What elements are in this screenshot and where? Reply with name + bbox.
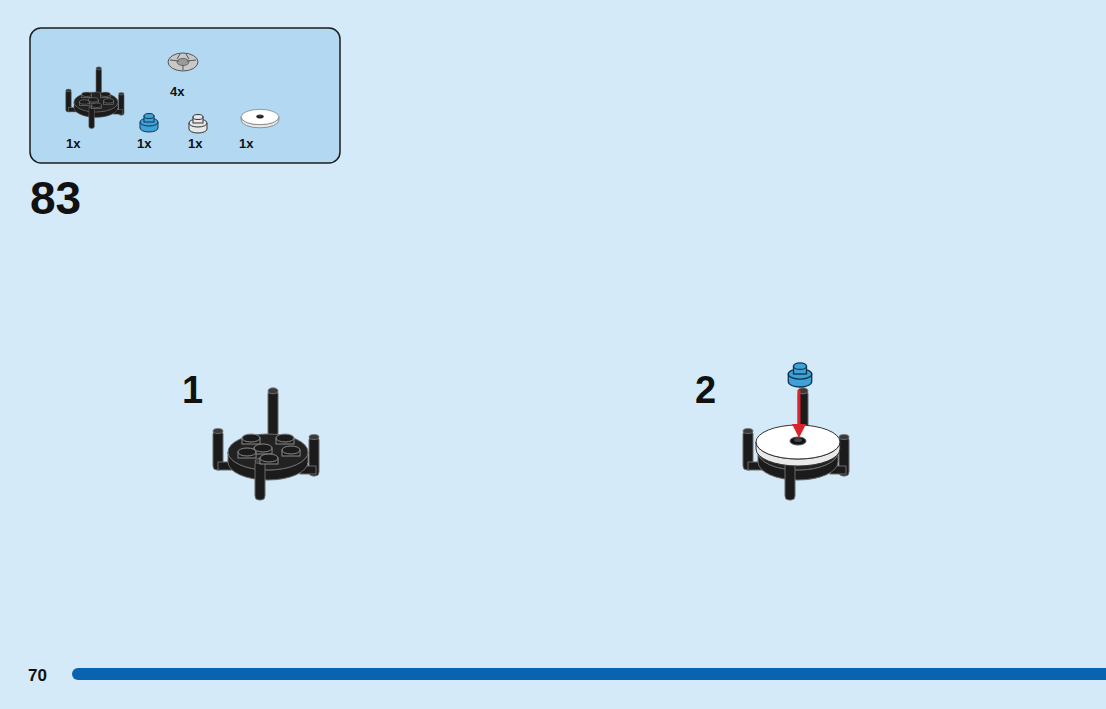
step-number: 83 <box>30 175 81 221</box>
part-quantity: 1x <box>188 137 202 150</box>
part-quantity: 4x <box>170 85 184 98</box>
substep-number: 1 <box>182 371 203 409</box>
substep-number: 2 <box>695 371 716 409</box>
part-quantity: 1x <box>66 137 80 150</box>
part-quantity: 1x <box>239 137 253 150</box>
part-quantity: 1x <box>137 137 151 150</box>
parts-callout-box: 4x 1x 1x 1x 1x <box>30 28 340 163</box>
page-number: 70 <box>28 667 47 684</box>
